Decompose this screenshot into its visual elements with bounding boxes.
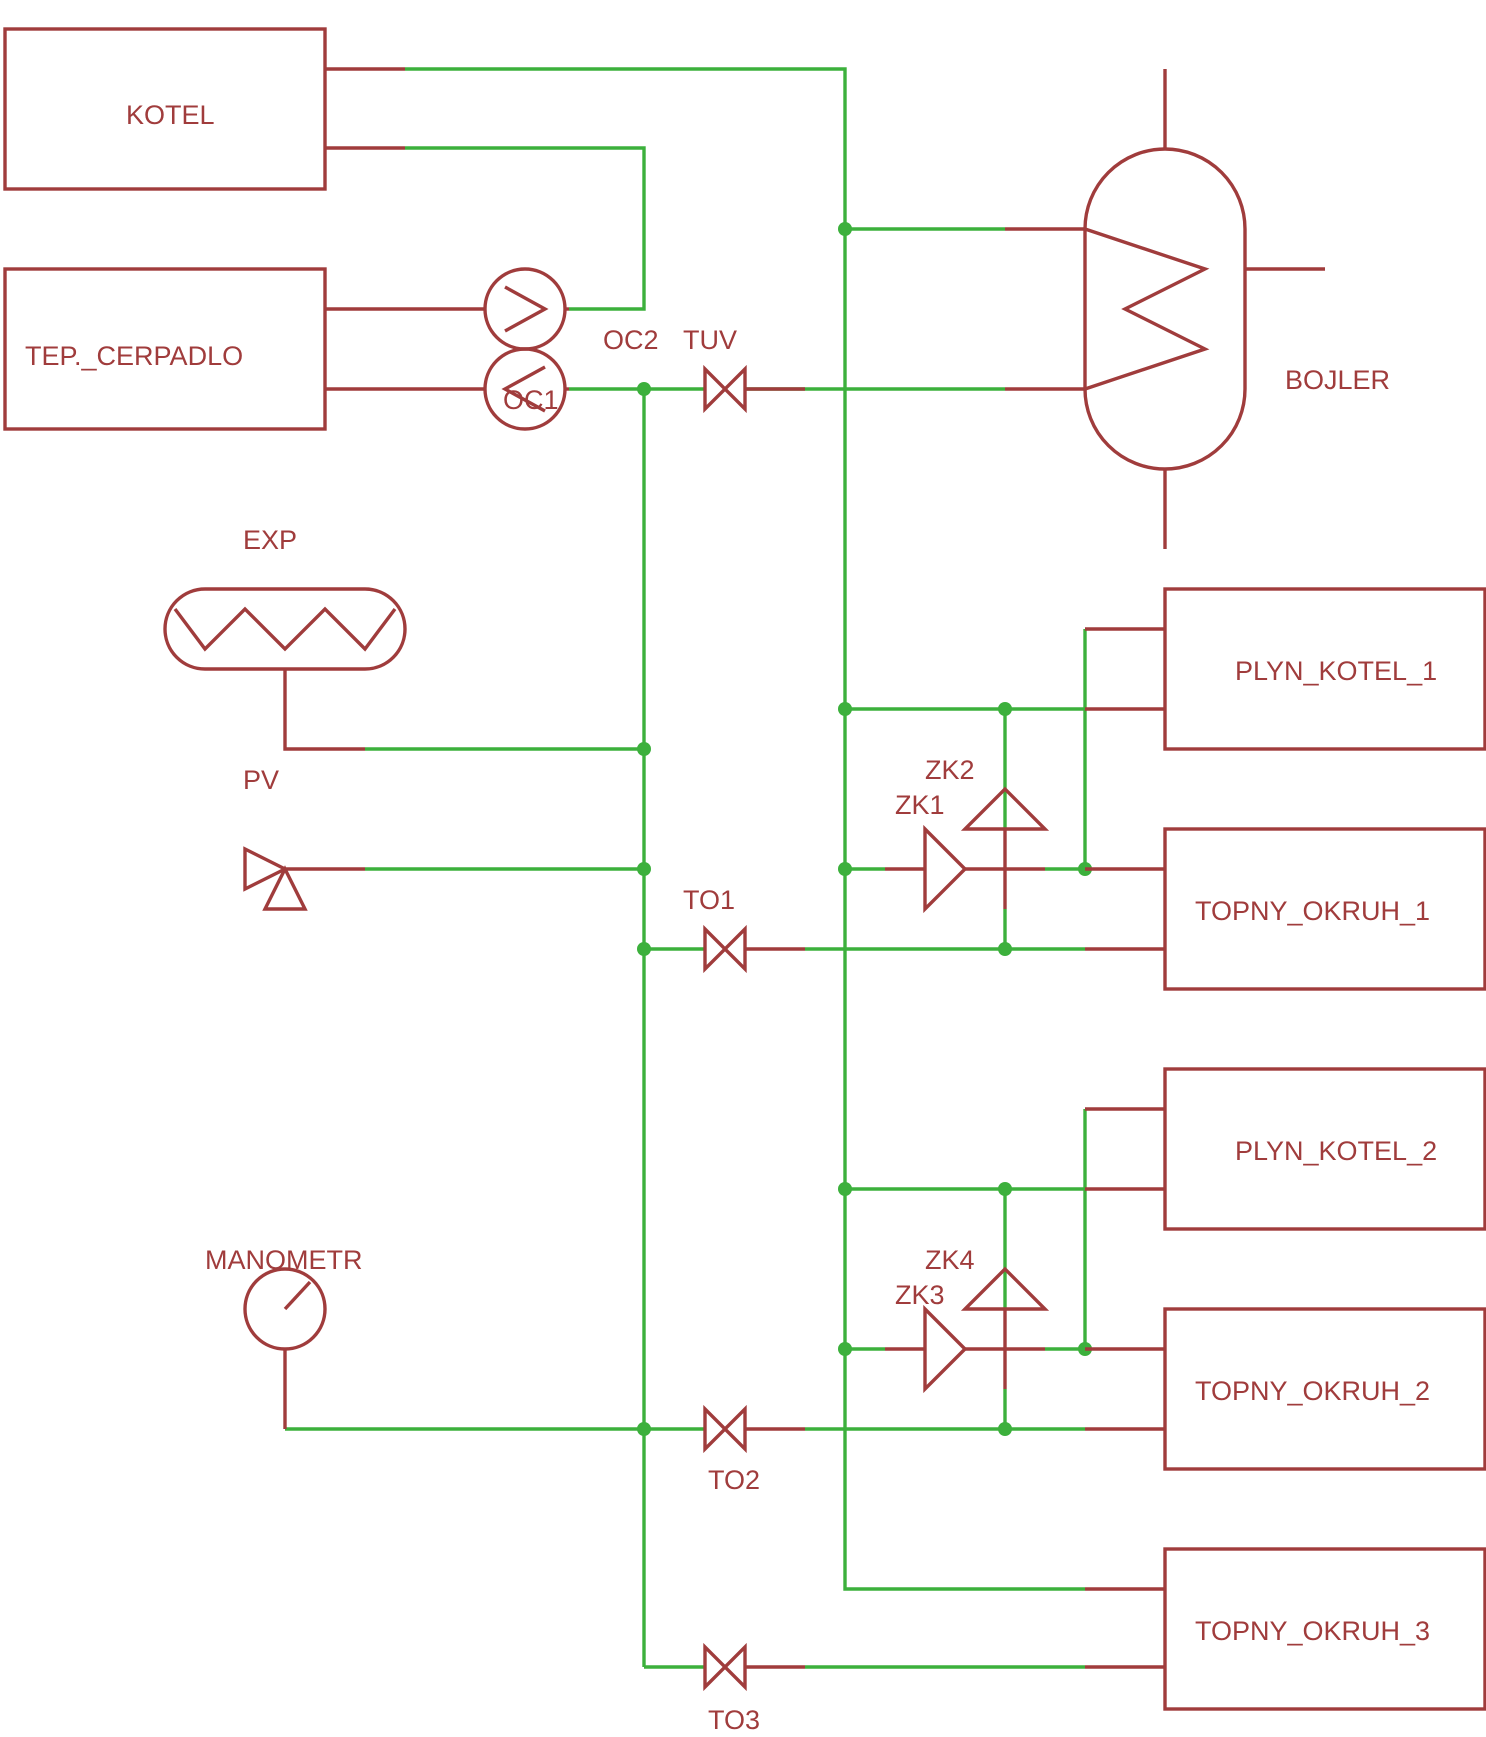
check-valve-zk1-symbol[interactable] xyxy=(885,824,1045,914)
topny-okruh-2-block[interactable] xyxy=(1085,1307,1486,1471)
junction-dot xyxy=(838,702,852,716)
junction-dot xyxy=(637,382,651,396)
junction-dot xyxy=(637,862,651,876)
label-topny-okruh-1: TOPNY_OKRUH_1 xyxy=(1195,896,1430,926)
junction-dot xyxy=(838,1182,852,1196)
valve-to3-symbol[interactable] xyxy=(703,1642,805,1692)
label-plyn-kotel-1: PLYN_KOTEL_1 xyxy=(1235,656,1437,686)
label-tep-cerpadlo: TEP._CERPADLO xyxy=(25,341,243,371)
valve-tuv-symbol[interactable] xyxy=(703,364,805,414)
valve-to2-symbol[interactable] xyxy=(703,1404,805,1454)
label-tuv: TUV xyxy=(683,325,737,355)
junction-dot xyxy=(998,1422,1012,1436)
junction-dot xyxy=(838,222,852,236)
label-exp: EXP xyxy=(243,525,297,555)
label-to3: TO3 xyxy=(708,1705,760,1735)
junction-dot xyxy=(838,1342,852,1356)
junction-dot xyxy=(637,1422,651,1436)
wire-kotel-return xyxy=(405,146,646,311)
wire-kotel-supply xyxy=(405,67,1085,1591)
labels: KOTEL TEP._CERPADLO BOJLER EXP PV MANOME… xyxy=(25,100,1437,1735)
label-pv: PV xyxy=(243,765,279,795)
label-oc1: OC1 xyxy=(503,385,559,415)
label-zk3: ZK3 xyxy=(895,1280,945,1310)
valve-to1-symbol[interactable] xyxy=(703,924,805,974)
junction-dot xyxy=(838,862,852,876)
expansion-tank-symbol[interactable] xyxy=(163,587,407,751)
label-zk2: ZK2 xyxy=(925,755,975,785)
bojler-symbol[interactable] xyxy=(1005,69,1325,549)
check-valve-zk2-symbol[interactable] xyxy=(960,786,1050,909)
plyn-kotel-1-block[interactable] xyxy=(1085,587,1486,751)
junction-dot xyxy=(637,742,651,756)
label-oc2: OC2 xyxy=(603,325,659,355)
pump-oc2-symbol[interactable] xyxy=(483,267,569,351)
label-plyn-kotel-2: PLYN_KOTEL_2 xyxy=(1235,1136,1437,1166)
check-valve-zk3-symbol[interactable] xyxy=(885,1304,1045,1394)
kotel-block[interactable] xyxy=(3,27,405,191)
label-topny-okruh-3: TOPNY_OKRUH_3 xyxy=(1195,1616,1430,1646)
manometr-symbol[interactable] xyxy=(243,1267,327,1429)
tep-cerpadlo-block[interactable] xyxy=(3,267,485,431)
junction-dot xyxy=(637,942,651,956)
pump-oc1-symbol[interactable] xyxy=(483,347,569,431)
plyn-kotel-2-block[interactable] xyxy=(1085,1067,1486,1231)
label-kotel: KOTEL xyxy=(126,100,215,130)
label-bojler: BOJLER xyxy=(1285,365,1390,395)
junction-dot xyxy=(998,702,1012,716)
check-valve-zk4-symbol[interactable] xyxy=(960,1266,1050,1389)
label-manometr: MANOMETR xyxy=(205,1245,363,1275)
label-zk1: ZK1 xyxy=(895,790,945,820)
label-to2: TO2 xyxy=(708,1465,760,1495)
safety-valve-symbol[interactable] xyxy=(243,846,365,911)
label-topny-okruh-2: TOPNY_OKRUH_2 xyxy=(1195,1376,1430,1406)
topny-okruh-3-block[interactable] xyxy=(1085,1547,1486,1711)
junction-dot xyxy=(998,942,1012,956)
label-zk4: ZK4 xyxy=(925,1245,975,1275)
junction-dot xyxy=(998,1182,1012,1196)
topny-okruh-1-block[interactable] xyxy=(1085,827,1486,991)
label-to1: TO1 xyxy=(683,885,735,915)
